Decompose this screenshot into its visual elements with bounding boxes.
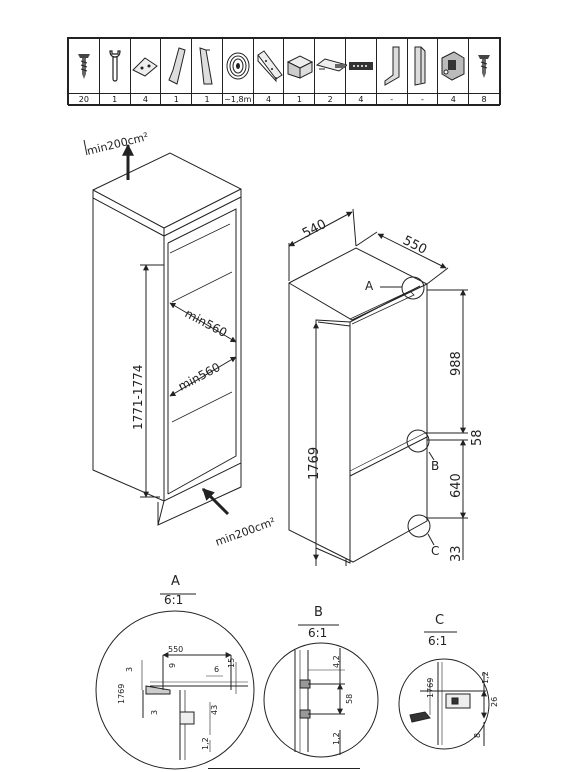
- part-qty: 4: [437, 93, 470, 106]
- detail-a-dim-3: 3: [125, 667, 134, 672]
- part-cell: [191, 38, 223, 94]
- cabinet-height-dim: [140, 264, 164, 498]
- part-cell: [468, 38, 500, 94]
- depth-dims: [169, 302, 237, 397]
- marker-c: C: [431, 544, 439, 558]
- detail-b-dim-12: 1,2: [332, 732, 341, 745]
- part-qty: 1: [160, 93, 193, 106]
- vent-bottom-arrow: [201, 487, 230, 516]
- detail-c-dim-12: 1,2: [481, 671, 490, 684]
- depth-upper-label: min560: [183, 306, 230, 340]
- slider-icon: [316, 58, 348, 72]
- depth-lower-label: min560: [176, 360, 223, 394]
- part-cell: [252, 38, 285, 94]
- rail-icon: [256, 50, 283, 83]
- vent-bottom-label: min200cm²: [214, 515, 278, 549]
- part-cell: [437, 38, 470, 94]
- detail-a-dim-43: 43: [210, 705, 219, 715]
- detail-c-title: C: [435, 613, 444, 628]
- cabinet-drawing: [92, 152, 242, 526]
- detail-b-scale: 6:1: [308, 626, 327, 640]
- clip-icon: [348, 62, 373, 70]
- detail-markers: [380, 276, 435, 546]
- seal-tape-icon: [226, 52, 250, 80]
- appliance-depth-label: 550: [400, 233, 429, 258]
- part-qty: 4: [129, 93, 162, 106]
- marker-b: B: [431, 459, 439, 473]
- upper-dim-label: 988: [449, 351, 464, 376]
- bottom-dim-label: 33: [449, 545, 464, 562]
- part-cell: [221, 38, 254, 94]
- part-qty: 8: [468, 93, 500, 106]
- detail-a-dim-12: 1,2: [201, 737, 210, 750]
- detail-a-dim-15: 15: [227, 658, 236, 668]
- appliance-width-label: 540: [300, 217, 329, 242]
- detail-b-title: B: [314, 605, 323, 620]
- detail-c: [398, 631, 490, 750]
- panel-right-icon: [199, 47, 213, 85]
- detail-a-dim-3b: 3: [150, 710, 159, 715]
- part-cell: [129, 38, 162, 94]
- trim-right-icon: [414, 46, 426, 86]
- detail-a: [95, 593, 255, 770]
- gap-dim-label: 58: [470, 429, 485, 446]
- appliance-right-dims: [427, 289, 468, 560]
- panel-left-icon: [168, 47, 186, 85]
- detail-a-dim-1769: 1769: [117, 684, 126, 704]
- part-cell: [283, 38, 316, 94]
- part-cell: [314, 38, 348, 94]
- detail-c-dim-26: 26: [490, 697, 499, 707]
- plate-icon: [132, 57, 159, 77]
- detail-b-dim-58: 58: [345, 694, 354, 704]
- detail-b-dim-42: 4,2: [332, 655, 341, 668]
- part-qty: -: [406, 93, 439, 106]
- marker-a: A: [365, 279, 374, 293]
- parts-table: 20 1 4 1 1 ~1,8m 4 1 2 4 - - 4 8: [67, 37, 501, 106]
- detail-a-scale: 6:1: [164, 593, 183, 607]
- detail-b: [263, 624, 379, 758]
- detail-a-dim-550: 550: [168, 645, 183, 654]
- footer-rule: [208, 768, 360, 769]
- detail-a-title: A: [171, 574, 180, 589]
- lower-dim-label: 640: [449, 473, 464, 498]
- hinge-icon: [441, 51, 465, 81]
- vent-top-arrow: [83, 139, 134, 180]
- screw-icon: [77, 54, 90, 79]
- vent-top-label: min200cm²: [86, 130, 150, 158]
- part-qty: 1: [283, 93, 316, 106]
- appliance-height-label: 1769: [307, 447, 322, 480]
- detail-a-dim-6: 6: [214, 665, 219, 674]
- cabinet-height-label: 1771-1774: [131, 365, 145, 430]
- appliance-drawing: [288, 247, 428, 566]
- screw-small-icon: [478, 55, 491, 78]
- appliance-width-dim: [288, 208, 357, 281]
- appliance-depth-dim: [355, 231, 449, 285]
- detail-c-dim-8: 8: [473, 733, 482, 738]
- trim-left-icon: [384, 46, 400, 86]
- wrench-icon: [109, 50, 121, 82]
- detail-c-scale: 6:1: [428, 634, 447, 648]
- detail-a-dim-9: 9: [168, 663, 177, 668]
- detail-c-dim-1769: 1769: [426, 678, 435, 698]
- part-cell: [406, 38, 439, 94]
- bracket-icon: [287, 55, 314, 79]
